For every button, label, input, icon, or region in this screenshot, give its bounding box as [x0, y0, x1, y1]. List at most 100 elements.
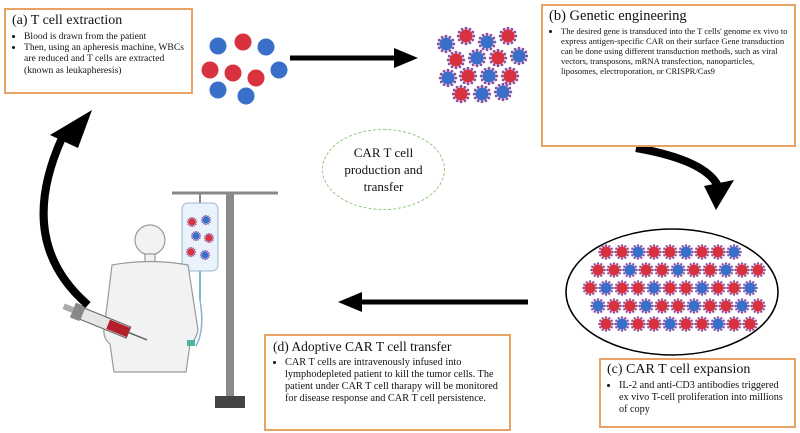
car-t-cell: [670, 262, 686, 278]
arrow-c-to-d: [338, 292, 528, 312]
step-b-title: (b) Genetic engineering: [549, 8, 687, 24]
blood-cell: [200, 60, 220, 80]
car-t-cell: [479, 66, 499, 86]
step-d-bullet-1: CAR T cells are intravenously infused in…: [285, 357, 502, 405]
step-a-title: (a) T cell extraction: [12, 13, 123, 28]
step-a-bullet-2: Then, using an apheresis machine, WBCs a…: [24, 42, 185, 76]
blood-cell: [233, 32, 253, 52]
car-t-cell: [606, 298, 622, 314]
car-t-cell: [614, 316, 630, 332]
car-t-cell: [686, 262, 702, 278]
car-t-cell: [718, 262, 734, 278]
blood-cell: [208, 36, 228, 56]
car-t-cell: [630, 244, 646, 260]
step-c-box: (c) CAR T cell expansion IL-2 and anti-C…: [599, 358, 796, 428]
car-t-cell: [638, 262, 654, 278]
iv-infusion-stand-icon: [172, 191, 278, 408]
car-t-cell: [493, 82, 513, 102]
patient-figure-icon: [103, 224, 199, 373]
car-t-cell: [598, 316, 614, 332]
car-t-cell: [185, 246, 197, 258]
car-t-cell: [734, 262, 750, 278]
blood-cell: [256, 37, 276, 57]
car-t-cell: [590, 298, 606, 314]
car-t-cell: [718, 298, 734, 314]
step-b-box: (b) Genetic engineering The desired gene…: [541, 4, 796, 147]
car-t-cell: [734, 298, 750, 314]
car-t-cell: [199, 249, 211, 261]
car-t-cell: [598, 244, 614, 260]
car-t-cell: [686, 298, 702, 314]
car-t-cell: [750, 262, 766, 278]
car-t-cell: [451, 84, 471, 104]
center-label-ellipse: CAR T cell production and transfer: [322, 129, 445, 210]
car-t-cell: [646, 280, 662, 296]
car-t-cell: [702, 298, 718, 314]
car-t-cell: [694, 316, 710, 332]
car-t-cell: [742, 316, 758, 332]
blood-cell: [269, 60, 289, 80]
car-t-cell: [694, 244, 710, 260]
car-t-cell: [590, 262, 606, 278]
car-t-cell: [678, 280, 694, 296]
car-t-cell: [654, 298, 670, 314]
car-t-cell: [638, 298, 654, 314]
step-d-box: (d) Adoptive CAR T cell transfer CAR T c…: [264, 334, 511, 431]
car-t-cell: [598, 280, 614, 296]
car-t-cell: [646, 244, 662, 260]
car-t-cell: [710, 244, 726, 260]
car-t-cell: [726, 316, 742, 332]
blood-cell: [223, 63, 243, 83]
arrow-b-to-c: [635, 144, 734, 210]
step-a-bullet-1: Blood is drawn from the patient: [24, 31, 185, 42]
car-t-cell: [710, 280, 726, 296]
step-d-title: (d) Adoptive CAR T cell transfer: [273, 339, 452, 354]
blood-cell: [236, 86, 256, 106]
step-b-bullet-1: The desired gene is transduced into the …: [561, 26, 788, 76]
expanded-car-t-culture-icon: [565, 228, 779, 356]
car-t-cell: [467, 48, 487, 68]
car-t-cell: [662, 280, 678, 296]
blood-cell: [208, 80, 228, 100]
blood-cells-icon: [200, 32, 289, 106]
car-t-cell: [203, 232, 215, 244]
car-t-cell: [509, 46, 529, 66]
syringe-icon: [62, 302, 148, 341]
car-t-cell: [622, 298, 638, 314]
car-t-cell: [662, 244, 678, 260]
car-t-cell: [614, 280, 630, 296]
car-t-cell: [678, 316, 694, 332]
car-t-cell: [488, 48, 508, 68]
car-t-cell: [456, 26, 476, 46]
car-t-cell: [678, 244, 694, 260]
step-c-title: (c) CAR T cell expansion: [607, 362, 751, 377]
arrow-a-to-b: [290, 48, 418, 68]
car-t-cell: [190, 230, 202, 242]
car-t-cell: [614, 244, 630, 260]
car-t-cell: [477, 32, 497, 52]
car-t-cell: [710, 316, 726, 332]
center-label: CAR T cell production and transfer: [344, 145, 423, 194]
car-t-cell: [186, 216, 198, 228]
car-t-cell: [646, 316, 662, 332]
car-t-cell: [702, 262, 718, 278]
car-t-cell: [200, 214, 212, 226]
arrow-d-to-a: [39, 110, 92, 309]
car-t-cell: [622, 262, 638, 278]
car-t-cell: [498, 26, 518, 46]
car-t-cell: [654, 262, 670, 278]
car-t-cell: [438, 68, 458, 88]
car-t-cell: [500, 66, 520, 86]
car-t-cell: [670, 298, 686, 314]
step-a-box: (a) T cell extraction Blood is drawn fro…: [4, 8, 193, 94]
car-t-cell: [662, 316, 678, 332]
car-t-cell: [742, 280, 758, 296]
car-t-cell: [630, 280, 646, 296]
car-t-cell: [630, 316, 646, 332]
car-t-cell: [436, 34, 456, 54]
car-t-cell: [694, 280, 710, 296]
car-t-cell: [458, 66, 478, 86]
car-t-cell: [750, 298, 766, 314]
car-t-cell: [446, 50, 466, 70]
